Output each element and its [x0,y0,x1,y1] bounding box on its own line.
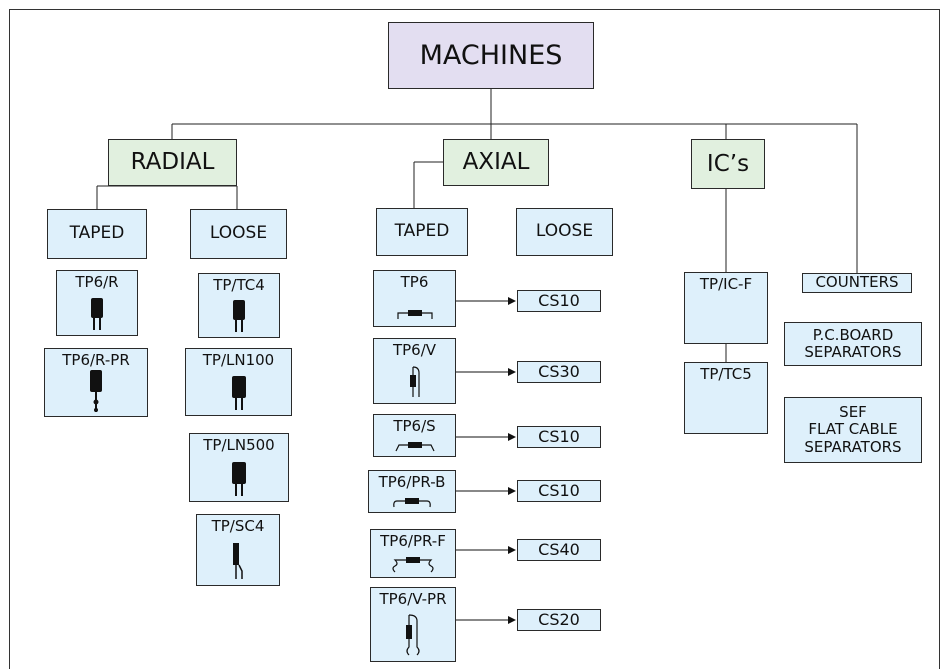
node-radial-taped: TAPED [47,209,147,259]
machine-tp-ic-f: TP/IC-F [684,272,768,344]
pcb-label-line2: SEPARATORS [804,344,901,361]
axial-resistor-icon [374,300,455,326]
counter-label: CS20 [538,611,580,629]
sef-label-line1: SEF [839,404,867,421]
bent-lead-resistor-icon [369,492,455,512]
machine-tp-ln100-label: TP/LN100 [203,352,274,369]
counters-label: COUNTERS [815,274,898,291]
machine-tp6-v-label: TP6/V [393,342,436,359]
machine-tp6: TP6 [373,270,456,327]
node-machines: MACHINES [388,22,594,89]
vertical-resistor-icon [374,361,455,403]
radial-capacitor-icon [57,293,137,335]
machine-tp-ln100: TP/LN100 [185,348,292,416]
node-axial-taped: TAPED [376,208,468,256]
node-sef-separators: SEF FLAT CABLE SEPARATORS [784,397,922,463]
radial-capacitor-icon [186,371,291,415]
counter-label: CS30 [538,363,580,381]
machine-tp6-v-pr: TP6/V-PR [370,587,456,662]
counter-label: CS10 [538,482,580,500]
machine-tp6-v-pr-label: TP6/V-PR [379,591,446,608]
snap-in-capacitor-icon [197,537,279,585]
machine-tp6-r-pr: TP6/R-PR [44,348,148,417]
machine-tp6-pr-f-label: TP6/PR-F [380,533,446,550]
counter-cs10-c: CS10 [517,480,601,502]
node-axial-loose: LOOSE [516,208,613,256]
formed-lead-resistor-icon [371,551,455,577]
node-axial: AXIAL [443,139,549,186]
ics-label: IC’s [707,151,749,177]
machine-tp6-r: TP6/R [56,270,138,336]
machine-tp-ic-f-label: TP/IC-F [700,276,752,293]
counter-label: CS10 [538,292,580,310]
machine-tp6-pr-f: TP6/PR-F [370,529,456,578]
machines-label: MACHINES [420,40,563,71]
axial-label: AXIAL [463,149,530,175]
machine-tp6-v: TP6/V [373,338,456,404]
counter-label: CS40 [538,541,580,559]
counter-cs30: CS30 [517,361,601,383]
machine-tp6-r-label: TP6/R [75,274,118,291]
machine-tp-ln500: TP/LN500 [189,433,289,502]
axial-taped-label: TAPED [395,222,450,242]
radial-loose-label: LOOSE [210,224,267,244]
node-counters: COUNTERS [802,273,912,293]
counter-cs10-b: CS10 [517,426,601,448]
radial-capacitor-icon [199,295,279,337]
machine-tp-sc4-label: TP/SC4 [212,518,265,535]
machine-tp-tc5: TP/TC5 [684,362,768,434]
machine-tp6-s-label: TP6/S [393,418,435,435]
counter-cs10-a: CS10 [517,290,601,312]
counter-label: CS10 [538,428,580,446]
node-ics: IC’s [691,139,765,189]
sef-label-line3: SEPARATORS [804,439,901,456]
counter-cs40: CS40 [517,539,601,561]
machine-tp6-label: TP6 [401,274,429,291]
machine-tp6-pr-b: TP6/PR-B [368,470,456,513]
radial-taped-label: TAPED [70,224,125,244]
machine-tp6-s: TP6/S [373,414,456,457]
node-pcb-separators: P.C.BOARD SEPARATORS [784,322,922,366]
axial-loose-label: LOOSE [536,222,593,242]
node-radial: RADIAL [108,139,237,186]
machine-tp6-pr-b-label: TP6/PR-B [379,474,446,491]
sef-label-line2: FLAT CABLE [808,421,897,438]
radial-label: RADIAL [131,149,215,175]
counter-cs20: CS20 [517,609,601,631]
node-radial-loose: LOOSE [190,209,287,259]
shaped-resistor-icon [374,436,455,456]
machine-tp-ln500-label: TP/LN500 [203,437,274,454]
machine-tp-tc4: TP/TC4 [198,273,280,338]
radial-capacitor-icon [190,457,288,501]
machine-tp-sc4: TP/SC4 [196,514,280,586]
vertical-prepared-resistor-icon [371,609,455,661]
machine-tp-tc5-label: TP/TC5 [700,366,752,383]
pcb-label-line1: P.C.BOARD [813,327,894,344]
radial-prepared-capacitor-icon [45,366,147,416]
machine-tp-tc4-label: TP/TC4 [213,277,265,294]
